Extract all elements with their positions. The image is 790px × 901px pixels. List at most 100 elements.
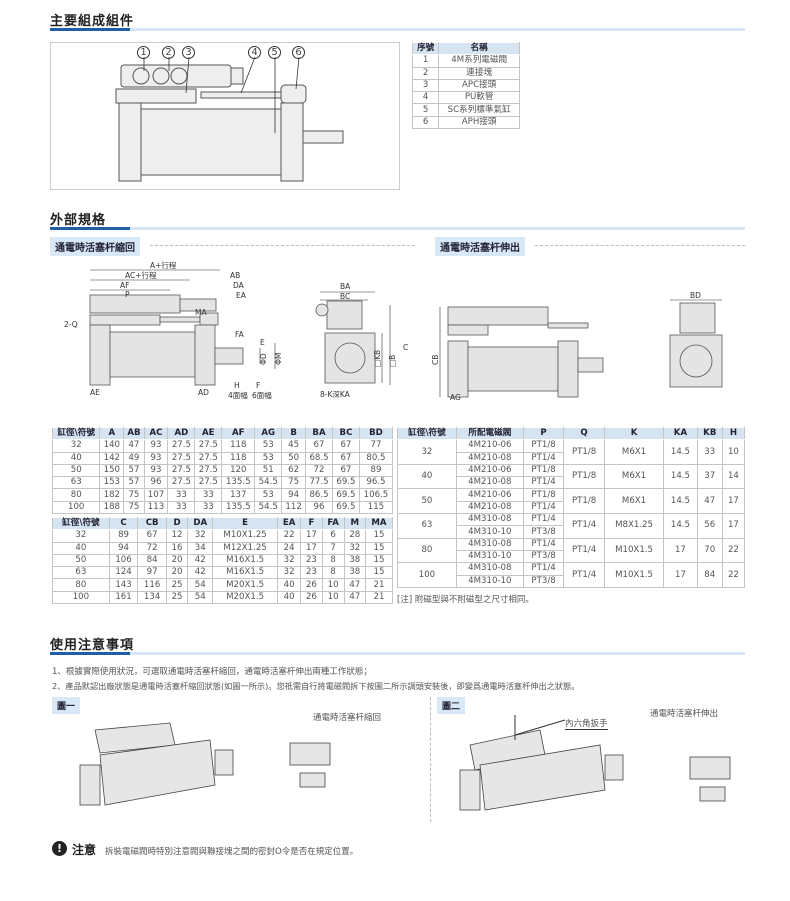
- table-cell: 27.5: [167, 463, 196, 478]
- column-header: DA: [187, 516, 214, 531]
- k-cell: M10X1.5: [603, 537, 665, 564]
- port-p-cell: PT1/4: [522, 562, 565, 576]
- table-cell: 47: [343, 590, 366, 605]
- port-p-cell: PT1/8: [522, 439, 565, 453]
- table-cell: 97: [137, 566, 167, 580]
- callout-3: 3: [182, 46, 195, 59]
- table-cell: 50: [281, 451, 307, 465]
- table-cell: 96.5: [358, 476, 394, 490]
- table-cell: 10: [321, 590, 345, 605]
- table-cell: 3: [411, 78, 440, 93]
- q-cell: PT1/8: [563, 463, 605, 490]
- table-cell: 67: [305, 439, 333, 453]
- table-cell: 84: [137, 553, 167, 568]
- precaution-item-1: 1、根據實際使用狀況，可選取通電時活塞杆縮回，通電時活塞杆伸出兩種工作狀態；: [52, 667, 372, 677]
- table-cell: APH接頭: [438, 115, 520, 130]
- table-cell: 47: [343, 578, 366, 592]
- port-p-cell: PT1/4: [522, 500, 565, 515]
- table-cell: 143: [108, 578, 139, 592]
- precaution-figures: [79, 715, 731, 811]
- table-cell: 135.5: [221, 476, 256, 490]
- table-cell: 67: [331, 463, 360, 478]
- subheader-extend: 通電時活塞杆伸出: [435, 237, 525, 256]
- table-cell: 106: [108, 553, 139, 568]
- table-cell: 5: [411, 103, 440, 117]
- table-cell: 118: [221, 439, 256, 453]
- table-cell: 67: [137, 529, 167, 543]
- bore-cell: 40: [397, 463, 457, 490]
- column-header: 缸徑\符號: [52, 516, 110, 531]
- dim-label: AG: [450, 393, 461, 402]
- table-cell: M16X1.5: [212, 553, 278, 568]
- column-header: AB: [123, 426, 145, 441]
- valve-cell: 4M210-08: [455, 476, 524, 490]
- table-cell: 20: [165, 566, 189, 580]
- dimension-drawings: A+行程 AC+行程 AF P 2-Q MA AB DA EA FA E ΦD …: [64, 260, 723, 402]
- table-cell: 33: [167, 500, 196, 515]
- port-p-cell: PT1/4: [522, 537, 565, 551]
- column-header: 缸徑\符號: [397, 426, 457, 441]
- dim-label-h: H: [234, 381, 240, 390]
- table-cell: 24: [276, 541, 302, 555]
- table-cell: 142: [99, 451, 125, 465]
- table-cell: 4: [411, 91, 440, 105]
- table-cell: 17: [300, 529, 323, 543]
- table-cell: 124: [108, 566, 139, 580]
- table-cell: 63: [52, 566, 110, 580]
- table-cell: 62: [281, 463, 307, 478]
- column-header: MA: [364, 516, 394, 531]
- table-cell: 27.5: [167, 476, 196, 490]
- dim-label: AC+行程: [125, 270, 157, 280]
- table-cell: 15: [364, 566, 394, 580]
- table-cell: 33: [194, 488, 223, 502]
- column-header: 缸徑\符號: [51, 426, 101, 441]
- bore-cell: 63: [397, 513, 457, 539]
- column-header: D: [165, 516, 189, 531]
- table-cell: 140: [99, 439, 125, 453]
- table-cell: 137: [221, 488, 256, 502]
- dim-label: A+行程: [150, 260, 177, 270]
- valve-cell: 4M210-08: [455, 451, 524, 465]
- table-cell: 150: [99, 463, 125, 478]
- table-cell: 32: [276, 553, 302, 568]
- table-cell: 69.5: [331, 476, 360, 490]
- dim-label: AB: [230, 271, 240, 280]
- table-cell: 188: [99, 500, 125, 515]
- dim-label: AE: [90, 388, 100, 397]
- callout-5: 5: [268, 46, 281, 59]
- table-cell: 6: [411, 115, 440, 130]
- valve-cell: 4M310-10: [455, 574, 524, 588]
- ka-cell: 17: [663, 562, 698, 588]
- table-cell: 25: [165, 578, 189, 592]
- table-cell: 106.5: [358, 488, 394, 502]
- table-cell: 77.5: [305, 476, 333, 490]
- table-cell: 67: [331, 439, 360, 453]
- table-cell: 100: [51, 500, 101, 515]
- h-cell: 10: [721, 439, 746, 465]
- valve-cell: 4M210-06: [455, 463, 524, 478]
- ka-cell: 14.5: [663, 513, 698, 539]
- column-header: M: [343, 516, 366, 531]
- valve-cell: 4M310-08: [455, 537, 524, 551]
- kb-cell: 56: [696, 513, 723, 539]
- table-cell: 38: [343, 566, 366, 580]
- k-cell: M6X1: [603, 488, 665, 515]
- valve-cell: 4M210-08: [455, 500, 524, 515]
- dim-label: E: [260, 338, 265, 347]
- table-cell: 68.5: [305, 451, 333, 465]
- table-cell: 27.5: [194, 451, 223, 465]
- dim-label: EA: [236, 291, 247, 300]
- table-cell: 69.5: [331, 488, 360, 502]
- table-cell: 86.5: [305, 488, 333, 502]
- column-header: C: [108, 516, 139, 531]
- h-cell: 17: [721, 513, 746, 539]
- table-cell: 94: [281, 488, 307, 502]
- k-cell: M6X1: [603, 439, 665, 465]
